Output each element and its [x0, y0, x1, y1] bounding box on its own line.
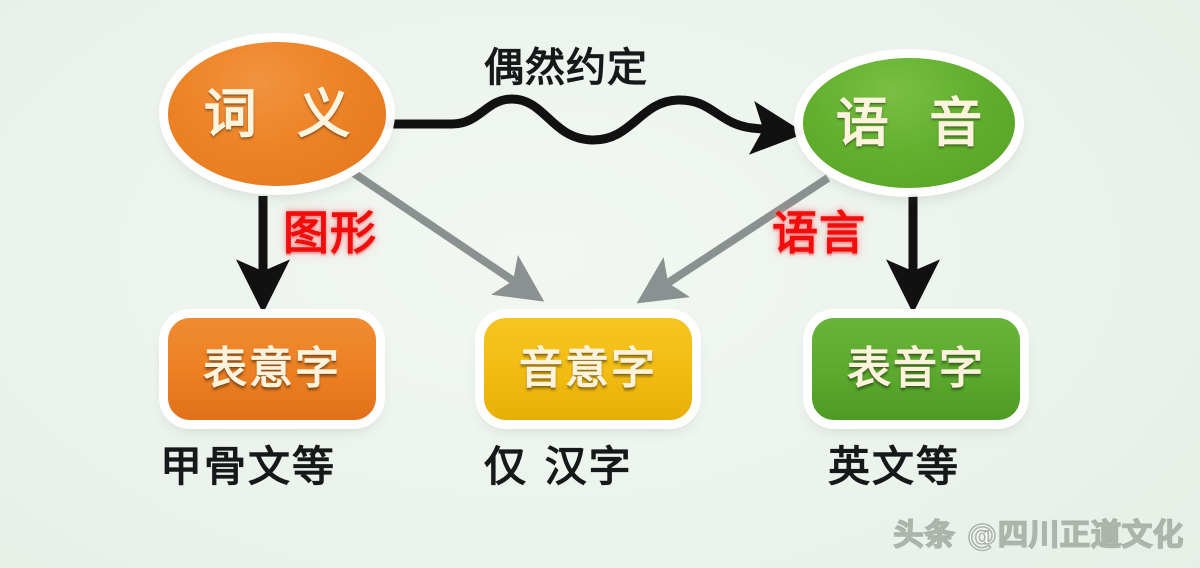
node-meaning-label: 词 义 — [203, 83, 362, 145]
arrow-meaning-to-phono — [349, 168, 545, 302]
edge-label-graphic: 图形 — [283, 206, 377, 260]
arrow-meaning-to-sound — [378, 94, 806, 155]
node-ideograph-label: 表意字 — [203, 343, 341, 394]
watermark: 头条 @四川正道文化 — [893, 517, 1184, 554]
node-sound[interactable]: 语 音 — [803, 58, 1015, 188]
node-meaning[interactable]: 词 义 — [168, 42, 386, 186]
edge-label-language: 语言 — [772, 206, 866, 260]
caption-phono: 仅 汉字 — [484, 442, 633, 491]
node-phono[interactable]: 音意字 — [484, 318, 692, 420]
node-phonograph[interactable]: 表音字 — [812, 318, 1020, 420]
caption-phonograph: 英文等 — [828, 442, 961, 491]
node-phono-label: 音意字 — [519, 343, 657, 394]
edge-label-convention: 偶然约定 — [484, 45, 648, 91]
node-sound-label: 语 音 — [835, 92, 994, 154]
node-ideograph[interactable]: 表意字 — [168, 318, 376, 420]
caption-ideograph: 甲骨文等 — [160, 442, 337, 491]
node-phonograph-label: 表音字 — [847, 343, 985, 394]
